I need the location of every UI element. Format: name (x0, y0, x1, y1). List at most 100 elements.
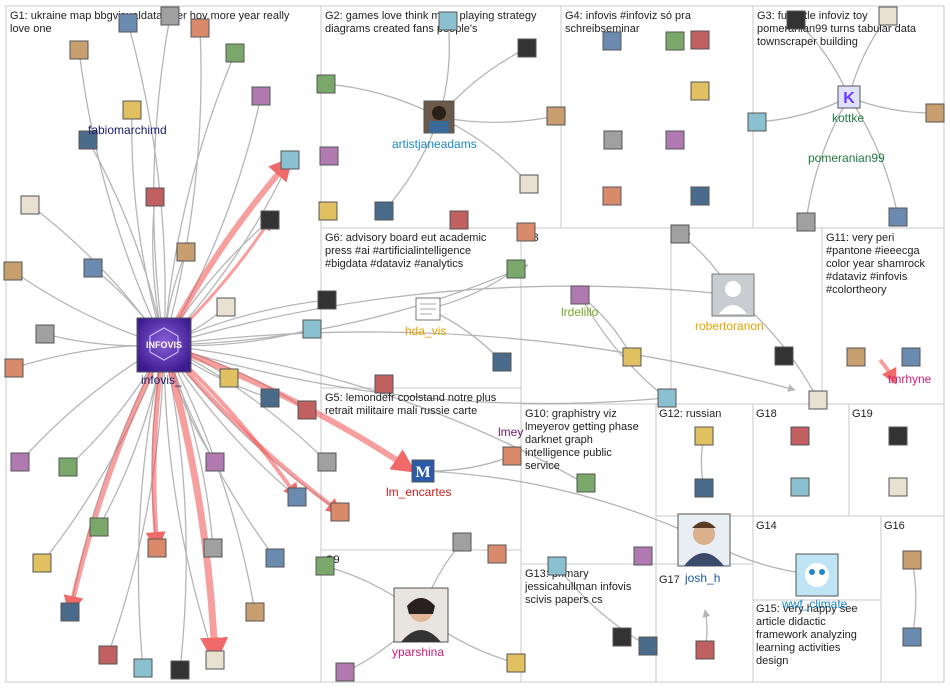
avatar-node[interactable] (89, 517, 109, 537)
node-label-pomeranian99[interactable]: pomeranian99 (808, 151, 885, 165)
avatar-node[interactable] (60, 602, 80, 622)
avatar-node[interactable] (260, 388, 280, 408)
avatar-node[interactable] (452, 532, 472, 552)
avatar-node[interactable] (205, 650, 225, 670)
avatar-node[interactable] (374, 201, 394, 221)
node-label-lm_encartes[interactable]: lm_encartes (386, 485, 451, 499)
avatar-node[interactable] (492, 352, 512, 372)
avatar-node[interactable] (170, 660, 190, 680)
avatar-node[interactable] (260, 210, 280, 230)
avatar-node[interactable] (638, 636, 658, 656)
avatar-node[interactable] (790, 426, 810, 446)
avatar-node[interactable] (878, 6, 898, 26)
avatar-node[interactable] (690, 81, 710, 101)
avatar-node[interactable] (786, 10, 806, 30)
node-label-hda_vis[interactable]: hda_vis (405, 324, 446, 338)
avatar-node[interactable] (287, 487, 307, 507)
avatar-node[interactable] (3, 261, 23, 281)
avatar-node[interactable] (622, 347, 642, 367)
avatar-node[interactable] (506, 653, 526, 673)
avatar-node[interactable] (774, 346, 794, 366)
robertoranon-node[interactable] (711, 273, 755, 317)
avatar-node[interactable] (335, 662, 355, 682)
avatar-node[interactable] (20, 195, 40, 215)
avatar-node[interactable] (316, 74, 336, 94)
node-label-artistjaneadams[interactable]: artistjaneadams (392, 137, 477, 151)
avatar-node[interactable] (902, 550, 922, 570)
avatar-node[interactable] (670, 224, 690, 244)
avatar-node[interactable] (576, 473, 596, 493)
infovis-node[interactable]: INFOVIS (136, 317, 192, 373)
avatar-node[interactable] (690, 30, 710, 50)
avatar-node[interactable] (203, 538, 223, 558)
avatar-node[interactable] (265, 548, 285, 568)
avatar-node[interactable] (225, 43, 245, 63)
avatar-node[interactable] (297, 400, 317, 420)
avatar-node[interactable] (657, 388, 677, 408)
avatar-node[interactable] (690, 186, 710, 206)
avatar-node[interactable] (251, 86, 271, 106)
avatar-node[interactable] (888, 426, 908, 446)
node-label-kottke[interactable]: kottke (832, 111, 864, 125)
avatar-node[interactable] (205, 452, 225, 472)
avatar-node[interactable] (98, 645, 118, 665)
avatar-node[interactable] (502, 446, 522, 466)
avatar-node[interactable] (603, 130, 623, 150)
avatar-node[interactable] (694, 426, 714, 446)
avatar-node[interactable] (925, 103, 945, 123)
avatar-node[interactable] (318, 201, 338, 221)
avatar-node[interactable] (133, 658, 153, 678)
avatar-node[interactable] (118, 13, 138, 33)
avatar-node[interactable] (516, 222, 536, 242)
avatar-node[interactable] (219, 368, 239, 388)
avatar-node[interactable] (602, 31, 622, 51)
node-label-josh_h[interactable]: josh_h (684, 571, 720, 585)
avatar-node[interactable] (902, 627, 922, 647)
avatar-node[interactable] (83, 258, 103, 278)
avatar-node[interactable] (245, 602, 265, 622)
avatar-node[interactable] (695, 640, 715, 660)
avatar-node[interactable] (888, 477, 908, 497)
avatar-node[interactable] (888, 207, 908, 227)
avatar-node[interactable] (901, 347, 921, 367)
avatar-node[interactable] (694, 478, 714, 498)
node-label-lrdelillo[interactable]: lrdelillo (561, 305, 599, 319)
avatar-node[interactable] (317, 290, 337, 310)
avatar-node[interactable] (790, 477, 810, 497)
avatar-node[interactable] (317, 452, 337, 472)
avatar-node[interactable] (547, 556, 567, 576)
avatar-node[interactable] (69, 40, 89, 60)
avatar-node[interactable] (487, 544, 507, 564)
avatar-node[interactable] (612, 627, 632, 647)
avatar-node[interactable] (32, 553, 52, 573)
avatar-node[interactable] (633, 546, 653, 566)
node-label-infovis[interactable]: infovis_ (141, 373, 182, 387)
avatar-node[interactable] (438, 11, 458, 31)
avatar-node[interactable] (58, 457, 78, 477)
avatar-node[interactable] (176, 242, 196, 262)
avatar-node[interactable] (35, 324, 55, 344)
lm_encartes-node[interactable]: M (411, 459, 435, 483)
avatar-node[interactable] (747, 112, 767, 132)
avatar-node[interactable] (517, 38, 537, 58)
node-label-tmrhyne[interactable]: tmrhyne (888, 372, 932, 386)
node-label-wwf[interactable]: wwf_climate (781, 597, 848, 611)
node-label-yparshina[interactable]: yparshina (392, 645, 444, 659)
avatar-node[interactable] (319, 146, 339, 166)
avatar-node[interactable] (449, 210, 469, 230)
hda_vis-node[interactable] (415, 297, 441, 321)
avatar-node[interactable] (374, 374, 394, 394)
avatar-node[interactable] (190, 18, 210, 38)
avatar-node[interactable] (665, 130, 685, 150)
avatar-node[interactable] (280, 150, 300, 170)
avatar-node[interactable] (330, 502, 350, 522)
avatar-node[interactable] (145, 187, 165, 207)
avatar-node[interactable] (302, 319, 322, 339)
josh_h-node[interactable] (677, 513, 731, 567)
node-label-fabiomarchimd[interactable]: fabiomarchimd (88, 123, 167, 137)
avatar-node[interactable] (4, 358, 24, 378)
kottke-node[interactable]: K (837, 85, 861, 109)
avatar-node[interactable] (846, 347, 866, 367)
artistjaneadams-node[interactable] (423, 100, 455, 134)
avatar-node[interactable] (78, 130, 98, 150)
